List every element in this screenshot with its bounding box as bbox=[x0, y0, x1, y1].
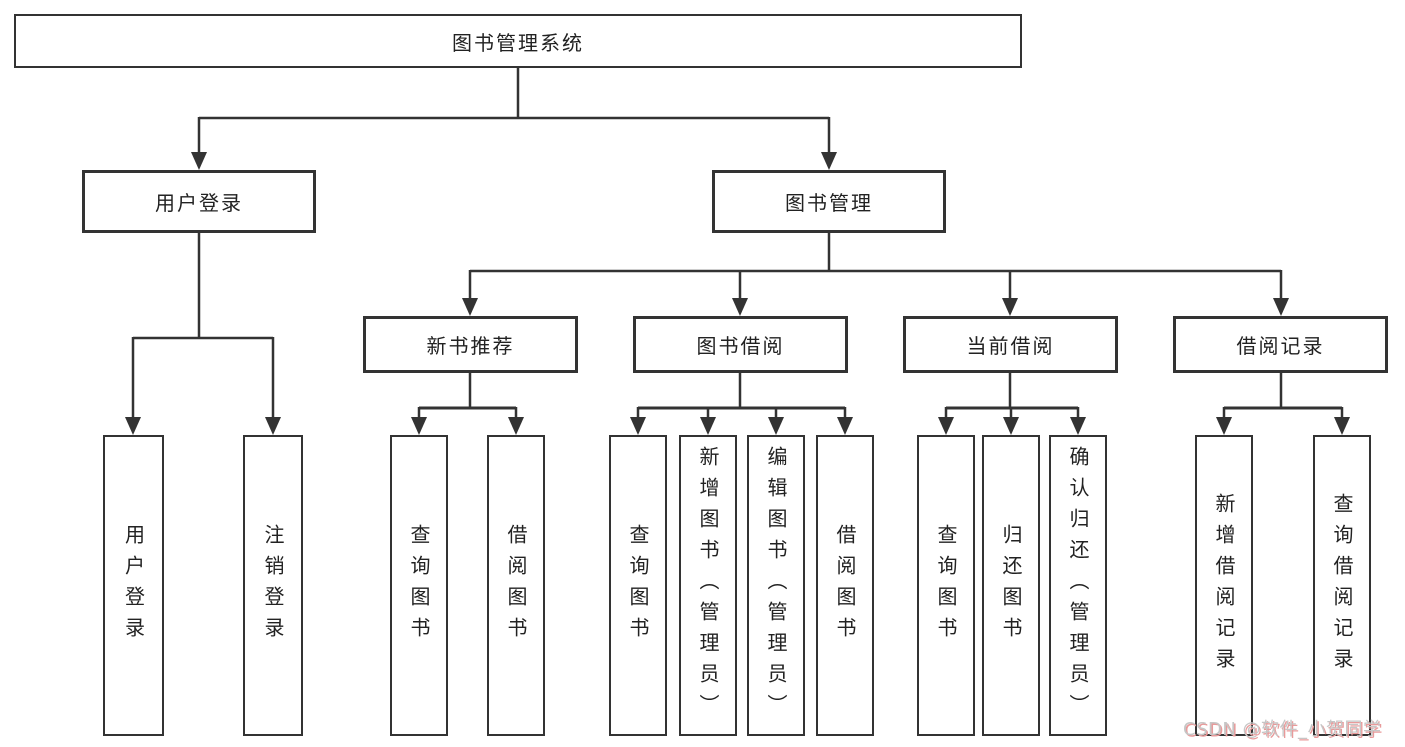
node-book-management: 图书管理 bbox=[712, 170, 946, 233]
leaf-label: 新增图书（管理员） bbox=[696, 446, 720, 725]
leaf-label: 查询借阅记录 bbox=[1330, 492, 1354, 679]
node-book-borrowing: 图书借阅 bbox=[633, 316, 848, 373]
leaf-label: 新增借阅记录 bbox=[1212, 492, 1236, 679]
node-library-management-system: 图书管理系统 bbox=[14, 14, 1022, 68]
leaf-query-books-borrowing: 查询图书 bbox=[609, 435, 667, 736]
node-current-borrowing: 当前借阅 bbox=[903, 316, 1118, 373]
leaf-query-borrow-record: 查询借阅记录 bbox=[1313, 435, 1371, 736]
node-new-book-recommend: 新书推荐 bbox=[363, 316, 578, 373]
leaf-query-books-recommend: 查询图书 bbox=[390, 435, 448, 736]
leaf-logout: 注销登录 bbox=[243, 435, 303, 736]
leaf-label: 用户登录 bbox=[121, 523, 146, 648]
leaf-confirm-return-admin: 确认归还（管理员） bbox=[1049, 435, 1107, 736]
leaf-label: 借阅图书 bbox=[833, 523, 857, 648]
leaf-user-login: 用户登录 bbox=[103, 435, 164, 736]
leaf-return-book: 归还图书 bbox=[982, 435, 1040, 736]
leaf-label: 注销登录 bbox=[261, 523, 285, 648]
node-borrowing-records: 借阅记录 bbox=[1173, 316, 1388, 373]
leaf-add-borrow-record: 新增借阅记录 bbox=[1195, 435, 1253, 736]
leaf-edit-book-admin: 编辑图书（管理员） bbox=[747, 435, 805, 736]
leaf-label: 确认归还（管理员） bbox=[1066, 446, 1090, 725]
leaf-label: 归还图书 bbox=[999, 523, 1023, 648]
leaf-label: 查询图书 bbox=[934, 523, 958, 648]
node-user-login: 用户登录 bbox=[82, 170, 316, 233]
leaf-borrow-books-borrowing: 借阅图书 bbox=[816, 435, 874, 736]
leaf-label: 编辑图书（管理员） bbox=[764, 446, 788, 725]
leaf-label: 查询图书 bbox=[407, 523, 431, 648]
leaf-label: 借阅图书 bbox=[504, 523, 528, 648]
csdn-watermark: CSDN @软件_小贺同学 bbox=[1183, 719, 1382, 740]
leaf-borrow-books-recommend: 借阅图书 bbox=[487, 435, 545, 736]
leaf-query-books-current: 查询图书 bbox=[917, 435, 975, 736]
leaf-label: 查询图书 bbox=[626, 523, 650, 648]
leaf-add-book-admin: 新增图书（管理员） bbox=[679, 435, 737, 736]
